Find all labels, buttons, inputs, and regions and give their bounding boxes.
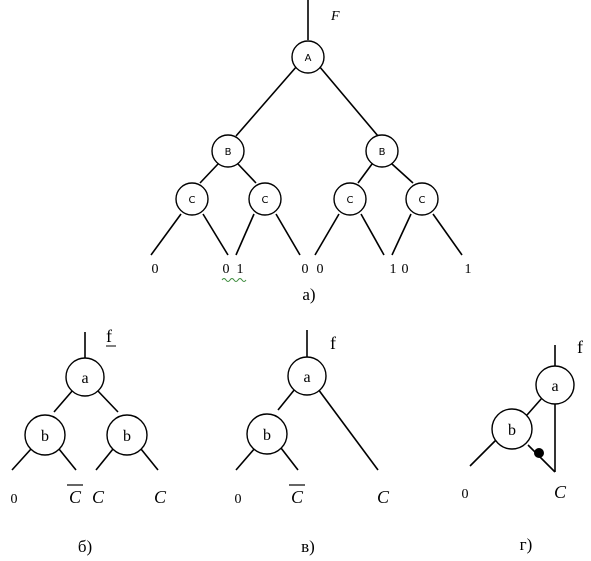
panel-v-leaf-3: C	[377, 487, 390, 507]
panel-v-output-label: f	[330, 333, 336, 353]
panel-b-leaf-1: 0	[11, 492, 18, 507]
edge-a-c3-leaf6	[360, 213, 385, 256]
panel-a-leaf-5: 0	[317, 262, 324, 277]
panel-a-leaf-3: 1	[237, 262, 244, 277]
edge-a-b1-c2	[237, 163, 257, 184]
panel-b-caption: б)	[78, 537, 92, 556]
edge-a-c2-leaf3	[235, 213, 255, 256]
edge-g-b-leaf0	[469, 439, 497, 467]
panel-v-leaf-1: 0	[235, 492, 242, 507]
edge-b-b1-leaf1	[11, 448, 32, 471]
edge-a-c3-leaf5	[314, 213, 340, 256]
node-v-root-label: a	[303, 369, 310, 386]
edge-v-b-leaf1	[235, 447, 256, 471]
panel-g: a b f 0 C г)	[462, 337, 584, 554]
edge-a-c4-leaf7	[391, 213, 412, 256]
node-a-c4: C	[405, 182, 439, 216]
node-a-c2-label: C	[262, 195, 269, 206]
panel-v: a b f 0 C C в)	[235, 330, 390, 556]
panel-g-output-label: f	[577, 337, 583, 357]
node-a-c1: C	[175, 182, 209, 216]
panel-a-leaf-6: 1	[390, 262, 397, 277]
panel-a-leaf-4: 0	[302, 262, 309, 277]
edge-a-c1-leaf1	[150, 213, 182, 256]
node-g-root-label: a	[551, 378, 558, 395]
edge-v-b-leaf2	[280, 447, 299, 471]
panel-b-leaf-3: C	[92, 487, 105, 507]
spellcheck-underline	[221, 278, 247, 282]
panel-g-caption: г)	[520, 535, 533, 554]
panel-g-leaf-1: 0	[462, 487, 469, 502]
node-a-b1: B	[211, 134, 245, 168]
panel-v-caption: в)	[301, 537, 315, 556]
panel-a-leaf-8: 1	[465, 262, 472, 277]
edge-a-root-right	[318, 65, 379, 137]
node-a-c1-label: C	[189, 195, 196, 206]
node-a-c2: C	[248, 182, 282, 216]
node-a-c3-label: C	[347, 195, 354, 206]
panel-a-caption: а)	[302, 285, 315, 304]
node-a-root-label: A	[305, 53, 312, 64]
node-g-b-label: b	[508, 422, 516, 439]
edge-a-c1-leaf2	[202, 213, 229, 256]
edge-a-root-left	[235, 65, 298, 137]
node-a-b2-label: B	[379, 147, 386, 158]
node-v-root: a	[287, 356, 327, 396]
edge-b-b2-leaf4	[140, 448, 159, 471]
node-g-b: b	[491, 408, 533, 450]
edge-g-b-merge	[527, 444, 556, 473]
edge-v-root-right	[317, 388, 379, 471]
edge-b-root-left	[53, 389, 74, 413]
edge-b-b1-leaf2	[58, 448, 77, 471]
node-b-root: a	[65, 357, 105, 397]
node-v-b-label: b	[263, 427, 271, 444]
node-b-b2-label: b	[123, 428, 131, 445]
panel-g-leaf-2: C	[554, 482, 567, 502]
panel-a-output-label: F	[330, 9, 340, 24]
panel-a-leaf-2: 0	[223, 262, 230, 277]
panel-b-leaf-4: C	[154, 487, 167, 507]
panel-b-leaf-2: C	[69, 487, 82, 507]
node-a-c3: C	[333, 182, 367, 216]
node-a-b1-label: B	[225, 147, 232, 158]
edge-b-root-right	[96, 389, 119, 413]
edge-a-c2-leaf4	[275, 213, 301, 256]
node-a-b2: B	[365, 134, 399, 168]
node-g-root: a	[535, 365, 575, 405]
edge-g-root-b	[526, 397, 543, 416]
node-v-b: b	[246, 413, 288, 455]
edge-b-b2-leaf3	[95, 448, 114, 471]
panel-a-leaf-7: 0	[402, 262, 409, 277]
panel-b-output-label: f	[106, 326, 112, 346]
edge-a-b2-c4	[391, 163, 414, 184]
node-a-c4-label: C	[419, 195, 426, 206]
node-b-b2: b	[106, 414, 148, 456]
node-b-b1: b	[24, 414, 66, 456]
panel-v-leaf-2: C	[291, 487, 304, 507]
node-b-b1-label: b	[41, 428, 49, 445]
edge-v-root-left	[277, 388, 296, 411]
node-b-root-label: a	[81, 370, 88, 387]
panel-b: a b b f 0 C C C б)	[11, 326, 167, 556]
edge-a-c4-leaf8	[432, 213, 463, 256]
edge-a-b1-c1	[199, 163, 219, 184]
node-a-root: A	[291, 40, 325, 74]
complement-dot	[534, 448, 544, 458]
edge-a-b2-c3	[357, 163, 373, 184]
panel-a-leaf-1: 0	[152, 262, 159, 277]
panel-a: A B B C C C C F 0 0 1 0 0 1	[150, 0, 472, 304]
